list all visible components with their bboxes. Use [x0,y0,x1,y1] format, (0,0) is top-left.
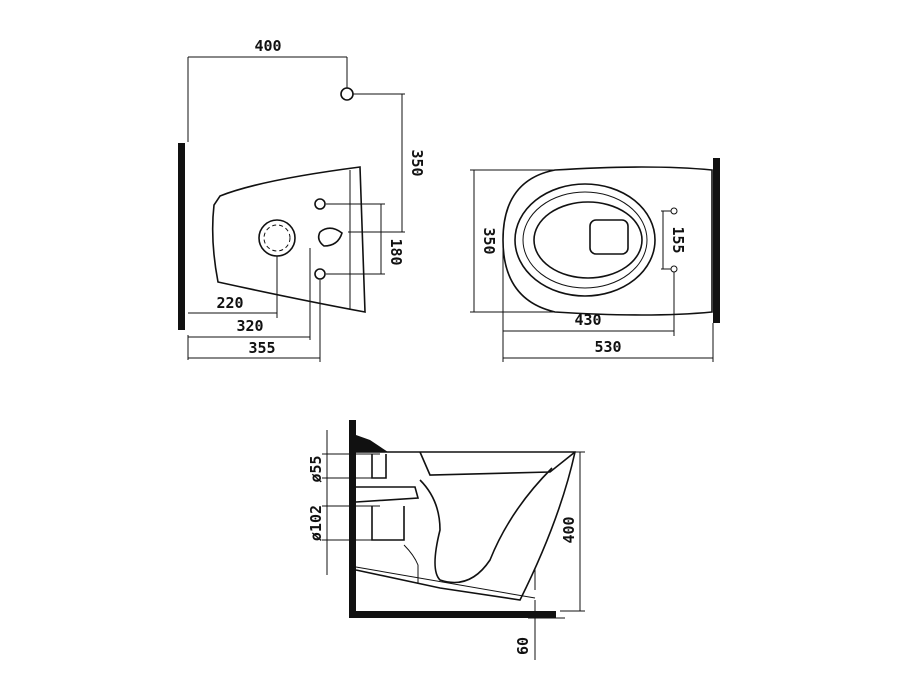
dim-label-60-cross: 60 [514,637,532,655]
dim-label-d102-cross: ø102 [307,505,325,541]
inlet-pipe-circle [340,87,354,101]
fixing-bolt-top-plan-2 [670,265,678,273]
dim-label-320-side: 320 [236,317,263,335]
toilet-seat-top [419,451,576,476]
inlet-pipe [371,454,387,479]
fixing-bolt-top-plan-1 [670,207,678,215]
wall-section-cross [349,420,356,618]
fixing-bolt-bottom [314,268,326,280]
dim-label-355-side: 355 [248,339,275,357]
trapway [355,486,420,503]
dim-label-220-side: 220 [216,294,243,312]
bowl-rim-inner [522,191,648,289]
bowl-inner [533,201,643,279]
top-plan-view: 350 155 430 530 [470,158,720,362]
dim-label-530-top: 530 [594,338,621,356]
toilet-outline-side [211,166,366,313]
wall-section [178,143,185,330]
floor-line [349,611,556,618]
dim-label-350-top: 350 [480,227,498,254]
dim-label-400-cross: 400 [560,516,578,543]
toilet-outline-top [502,166,713,316]
dim-label-350-side: 350 [408,149,426,176]
dim-label-d55-cross: ø55 [307,455,325,482]
outlet-pipe [371,506,405,541]
side-elevation-view: 400 350 180 220 320 355 [178,37,426,362]
bowl-rim-outer [514,183,656,297]
water-inlet [317,227,343,247]
cross-section-view: ø55 ø102 400 60 [307,420,585,660]
wall-section-top [713,158,720,323]
dim-label-155-top: 155 [669,226,687,253]
dim-label-180-side: 180 [387,238,405,265]
dim-label-400-side: 400 [254,37,281,55]
bowl-inner-wall [419,467,553,584]
fixing-bolt-top [314,198,326,210]
toilet-outer-shell [355,451,576,601]
dim-label-430-top: 430 [574,311,601,329]
drain-opening [589,219,629,255]
